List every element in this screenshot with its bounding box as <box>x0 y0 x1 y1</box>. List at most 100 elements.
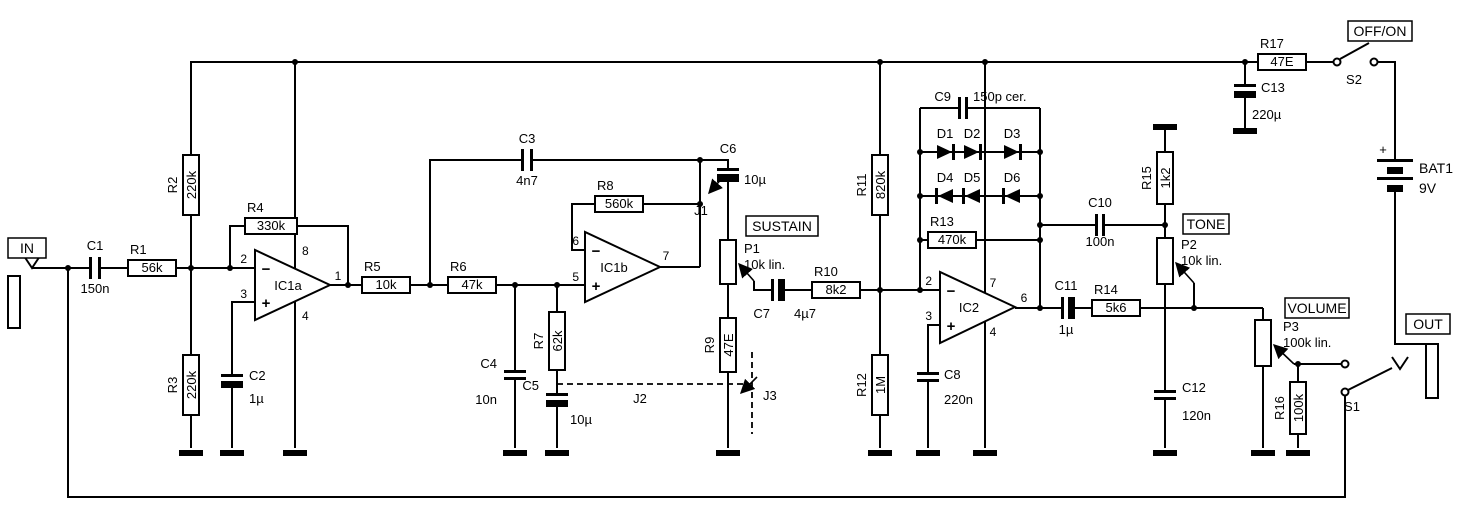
c5-value-label: 10µ <box>570 412 592 427</box>
resistor-r5 <box>361 276 411 294</box>
resistor-r8 <box>594 195 644 213</box>
r12-value-label: 1M <box>873 376 888 394</box>
volume-label: VOLUME <box>1287 300 1346 316</box>
c2-name-label: C2 <box>249 368 266 383</box>
r3-name-label: R3 <box>165 377 180 394</box>
ic1b-minus-sign: − <box>592 243 601 260</box>
ic1a-pin1-label: 1 <box>335 269 342 283</box>
resistor-r15 <box>1156 151 1174 205</box>
r2-value-label: 220k <box>184 170 199 199</box>
opamp-ic1b <box>584 230 663 304</box>
ic1b-pin5-label: 5 <box>572 270 579 284</box>
switch-s1-contact <box>1340 359 1350 369</box>
capacitor-c1 <box>89 257 92 279</box>
r15-name-label: R15 <box>1139 166 1154 190</box>
offon-label-box <box>1347 20 1413 42</box>
switch-s2-contact <box>1369 57 1379 67</box>
d2-label: D2 <box>964 126 981 141</box>
c10-name-label: C10 <box>1088 195 1112 210</box>
c3-value-label: 4n7 <box>516 173 538 188</box>
r6-value-label: 47k <box>462 277 483 292</box>
r12-name-label: R12 <box>854 373 869 397</box>
c11-name-label: C11 <box>1055 278 1078 293</box>
resistor-r11 <box>871 154 889 216</box>
c12-value-label: 120n <box>1182 408 1211 423</box>
diode-d2 <box>964 144 982 160</box>
capacitor-c7 <box>771 279 774 301</box>
ic1a-pin3-label: 3 <box>240 287 247 301</box>
capacitor-c12 <box>1154 390 1176 393</box>
c6-value-label: 10µ <box>744 172 766 187</box>
r7-value-label: 62k <box>550 330 565 351</box>
opamp-ic1a <box>254 248 333 322</box>
capacitor-c3 <box>521 149 524 171</box>
resistor-r2 <box>182 154 200 216</box>
resistor-r3 <box>182 354 200 416</box>
c9-value-label: 150p cer. <box>973 89 1027 104</box>
j1-label: J1 <box>694 203 708 218</box>
r4-name-label: R4 <box>247 200 264 215</box>
switch-s2-lever <box>1339 42 1370 60</box>
r11-name-label: R11 <box>854 174 869 197</box>
ic2-pin4-label: 4 <box>990 325 997 339</box>
arrows <box>708 175 1295 395</box>
c13-value-label: 220µ <box>1252 107 1282 122</box>
resistor-r14 <box>1091 299 1141 317</box>
out-jack-body <box>1425 343 1439 399</box>
c1-name-label: C1 <box>87 238 104 253</box>
d1-label: D1 <box>937 126 954 141</box>
r1-value-label: 56k <box>142 260 163 275</box>
opamps <box>254 230 1018 345</box>
ic1a-name-label: IC1a <box>274 278 302 293</box>
d6-label: D6 <box>1004 170 1021 185</box>
labels: IN OUT SUSTAIN TONE VOLUME OFF/ON R1 56k… <box>20 23 1453 427</box>
c4-value-label: 10n <box>475 392 497 407</box>
ic1a-minus-sign: − <box>262 261 271 278</box>
c6-name-label: C6 <box>720 141 737 156</box>
p1-value-label: 10k lin. <box>744 257 785 272</box>
switches <box>1332 42 1393 397</box>
resistor-r17 <box>1257 53 1307 71</box>
ic1a-pin2-label: 2 <box>240 252 247 266</box>
label-boxes <box>7 20 1451 335</box>
ic1a-plus-sign: + <box>262 295 271 312</box>
ic1a-pin4-label: 4 <box>302 309 309 323</box>
capacitor-c4 <box>504 370 526 373</box>
r14-value-label: 5k6 <box>1106 300 1127 315</box>
s2-label: S2 <box>1346 72 1362 87</box>
ic1b-pin7-label: 7 <box>663 249 670 263</box>
c10-value-label: 100n <box>1086 234 1115 249</box>
junction-dots <box>65 59 1301 367</box>
resistor-r10 <box>811 281 861 299</box>
d3-label: D3 <box>1004 126 1021 141</box>
switch-s1-lever <box>1347 367 1393 391</box>
r5-value-label: 10k <box>376 277 397 292</box>
potentiometer-p2 <box>1156 237 1174 285</box>
p2-value-label: 10k lin. <box>1181 253 1222 268</box>
c13-ground-bar <box>1233 128 1257 134</box>
capacitor-plates <box>89 84 1256 407</box>
diode-d5 <box>962 188 980 204</box>
r10-name-label: R10 <box>814 264 838 279</box>
r17-value-label: 47E <box>1270 54 1293 69</box>
r13-value-label: 470k <box>938 232 967 247</box>
r5-name-label: R5 <box>364 259 381 274</box>
resistor-r1 <box>127 259 177 277</box>
wires <box>32 61 1426 498</box>
out-label-box <box>1405 313 1451 335</box>
battery-voltage-label: 9V <box>1419 180 1437 196</box>
c4-name-label: C4 <box>480 356 497 371</box>
r2-name-label: R2 <box>165 177 180 194</box>
s1-label: S1 <box>1344 399 1360 414</box>
switch-s1-contact <box>1340 387 1350 397</box>
r14-name-label: R14 <box>1094 282 1118 297</box>
ic1a-pin8-label: 8 <box>302 244 309 258</box>
opamp-ic2 <box>939 270 1018 345</box>
r16-name-label: R16 <box>1272 396 1287 420</box>
r6-name-label: R6 <box>450 259 467 274</box>
d4-label: D4 <box>937 170 954 185</box>
c8-value-label: 220n <box>944 392 973 407</box>
in-jack-body <box>7 275 21 329</box>
r7-name-label: R7 <box>531 333 546 350</box>
